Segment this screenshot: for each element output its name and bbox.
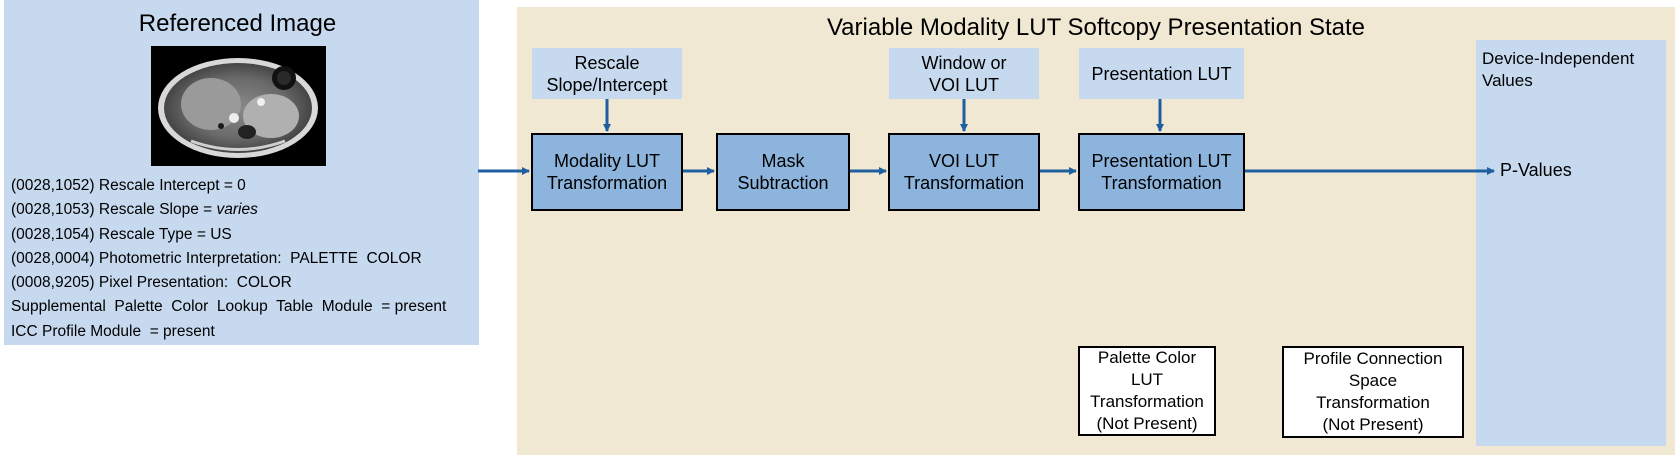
presentation-lut-input-box: Presentation LUT	[1079, 48, 1244, 99]
device-independent-panel	[1476, 40, 1666, 446]
attribute-text: (0028,1053) Rescale Slope =	[11, 201, 217, 219]
profile-connection-space-box: Profile Connection Space Transformation …	[1282, 346, 1464, 438]
attribute-line: (0028,1054) Rescale Type = US	[11, 225, 232, 243]
device-independent-label: Device-Independent Values	[1482, 49, 1635, 90]
referenced-image-title: Referenced Image	[138, 10, 337, 37]
mask-subtraction-box: Mask Subtraction	[716, 133, 850, 211]
modality-lut-transformation-box: Modality LUT Transformation	[531, 133, 683, 211]
attribute-line: (0028,1052) Rescale Intercept = 0	[11, 177, 246, 194]
rescale-slope-intercept-box: Rescale Slope/Intercept	[532, 48, 682, 99]
palette-color-lut-box: Palette Color LUT Transformation (Not Pr…	[1078, 346, 1216, 436]
attribute-line: ICC Profile Module = present	[11, 322, 215, 340]
attribute-line: (0008,9205) Pixel Presentation: COLOR	[11, 274, 292, 292]
attribute-line: (0028,0004) Photometric Interpretation: …	[11, 249, 422, 267]
voi-lut-transformation-box: VOI LUT Transformation	[888, 133, 1040, 211]
attribute-line: Supplemental Palette Color Lookup Table …	[11, 298, 447, 316]
p-values-label: P-Values	[1500, 160, 1572, 180]
mr-thumbnail-image	[151, 46, 326, 166]
window-voi-lut-box: Window or VOI LUT	[889, 48, 1039, 99]
presentation-state-title: Variable Modality LUT Softcopy Presentat…	[826, 14, 1366, 41]
attribute-line: (0028,1053) Rescale Slope = varies	[11, 198, 446, 222]
attribute-emphasis: varies	[216, 201, 258, 219]
referenced-image-attributes: (0028,1052) Rescale Intercept = 0 (0028,…	[11, 174, 446, 344]
presentation-lut-transformation-box: Presentation LUT Transformation	[1078, 133, 1245, 211]
